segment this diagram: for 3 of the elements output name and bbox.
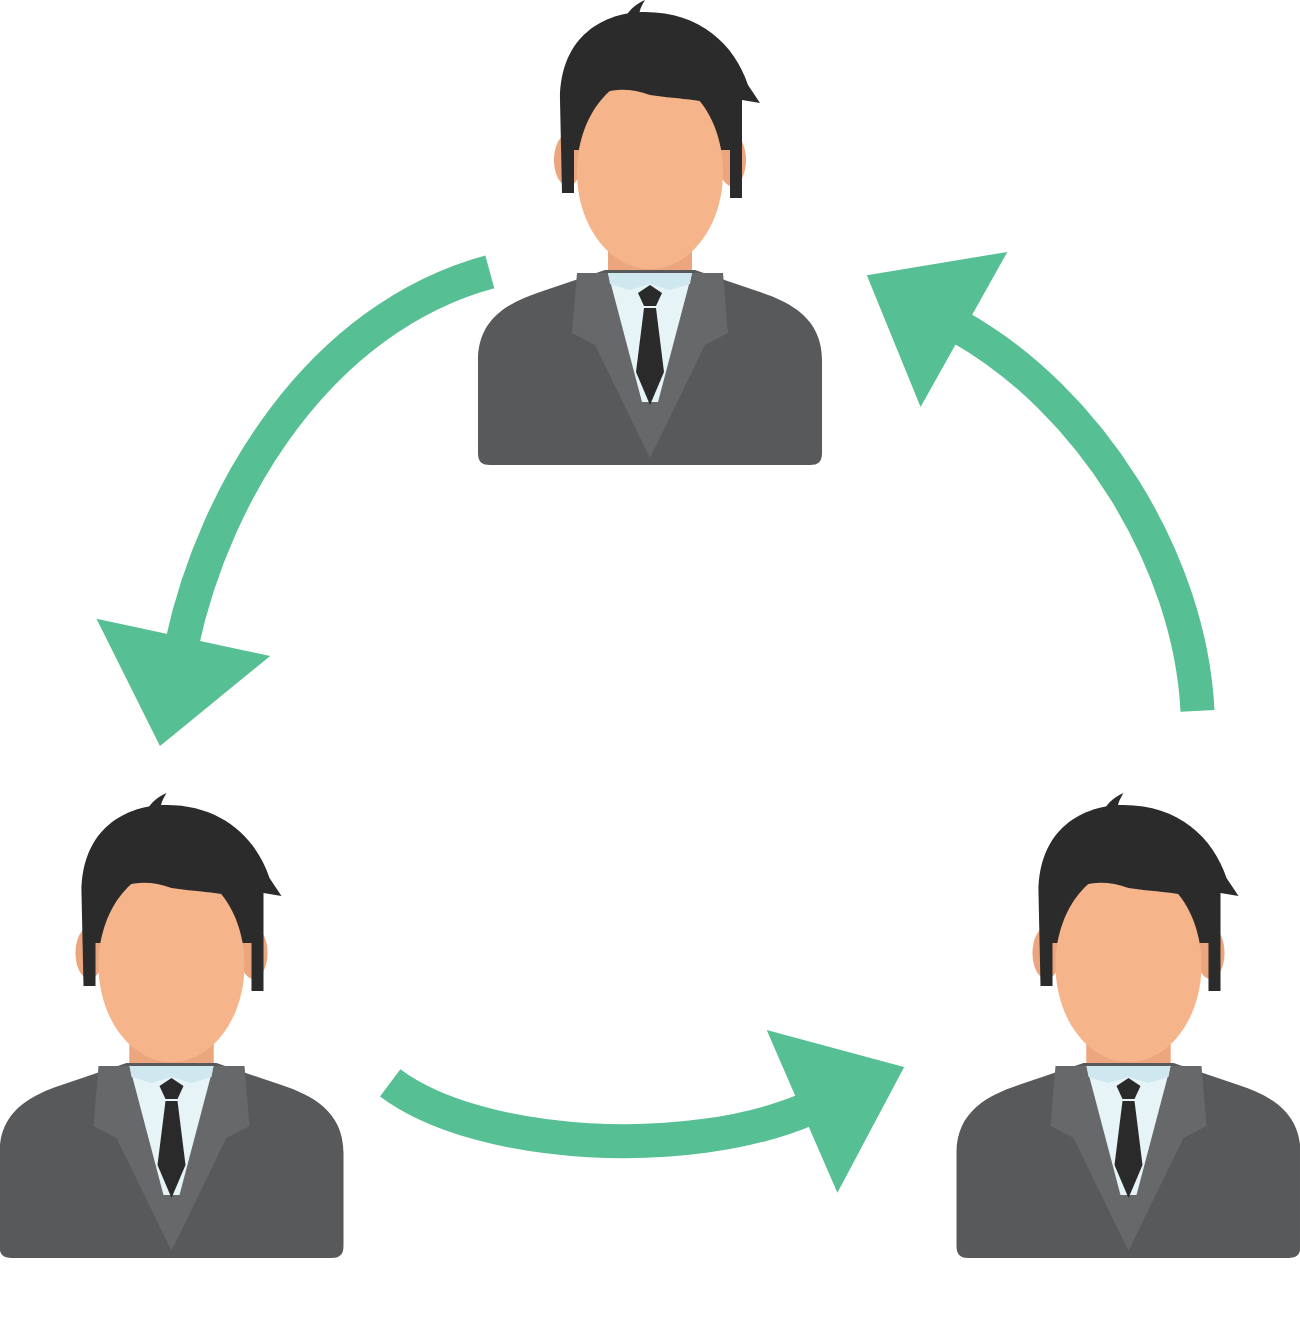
person-icon: [0, 793, 344, 1258]
person-icon: [478, 0, 822, 465]
person-icon: [956, 793, 1300, 1258]
